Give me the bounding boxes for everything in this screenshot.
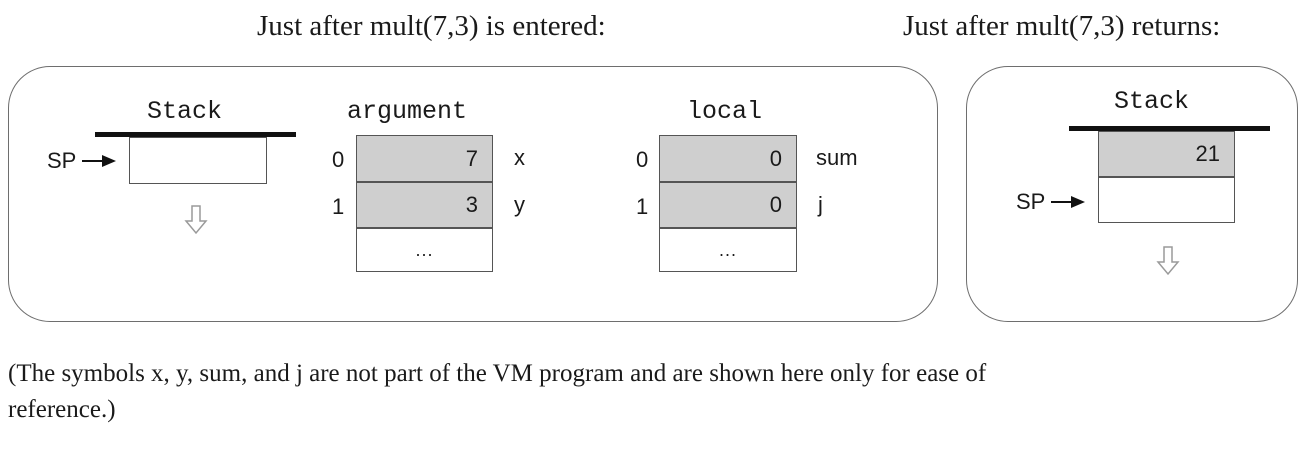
caption: (The symbols x, y, sum, and j are not pa… — [8, 356, 1303, 428]
argument-symbol-x: x — [514, 145, 525, 170]
returns-heading: Just after mult(7,3) returns: — [903, 10, 1221, 42]
down-arrow-icon — [184, 205, 208, 235]
argument-symbol-y: y — [514, 192, 525, 217]
sp-arrow-icon — [102, 155, 116, 167]
caption-line-2: reference.) — [8, 396, 116, 423]
return-sp-arrow-line — [1051, 201, 1073, 203]
entered-heading: Just after mult(7,3) is entered: — [257, 10, 606, 42]
argument-cell-1: 3 — [356, 182, 493, 228]
return-stack-top-bar — [1069, 126, 1270, 131]
argument-label: argument — [347, 97, 468, 126]
return-sp-arrow-icon — [1071, 196, 1085, 208]
argument-index-0: 0 — [332, 147, 345, 172]
return-value-cell: 21 — [1098, 131, 1235, 177]
sp-arrow-line — [82, 160, 104, 162]
stack-label: Stack — [147, 97, 223, 126]
local-symbol-sum: sum — [816, 145, 858, 170]
return-stack-label: Stack — [1114, 87, 1190, 116]
local-cell-0: 0 — [659, 135, 797, 182]
local-index-1: 1 — [636, 194, 649, 219]
local-label: local — [687, 97, 763, 126]
local-cell-1: 0 — [659, 182, 797, 228]
stack-sp-cell — [129, 137, 267, 184]
stack-top-bar — [95, 132, 296, 137]
argument-ellipsis-cell: ... — [356, 228, 493, 272]
return-sp-cell — [1098, 177, 1235, 223]
local-symbol-j: j — [818, 192, 823, 217]
sp-label: SP — [47, 148, 77, 173]
argument-index-1: 1 — [332, 194, 345, 219]
return-sp-label: SP — [1016, 189, 1046, 214]
argument-cell-0: 7 — [356, 135, 493, 182]
local-index-0: 0 — [636, 147, 649, 172]
caption-line-1: (The symbols x, y, sum, and j are not pa… — [8, 360, 987, 387]
local-ellipsis-cell: ... — [659, 228, 797, 272]
return-down-arrow-icon — [1156, 246, 1180, 276]
